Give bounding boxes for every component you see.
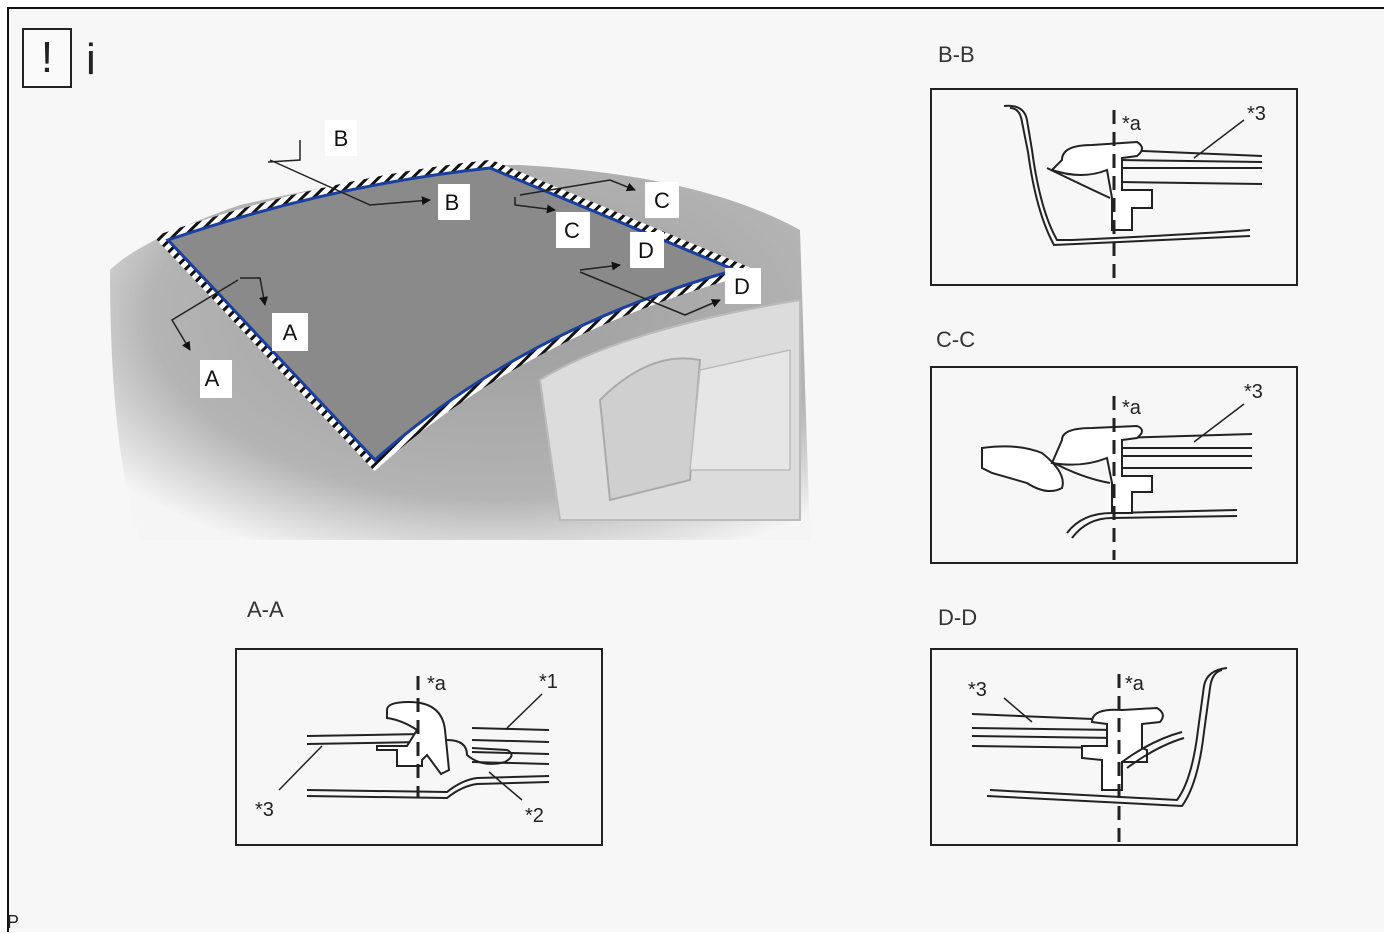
- section-title-aa: A-A: [247, 597, 284, 622]
- aa-part1-label: *1: [539, 671, 558, 693]
- dd-part3-label: *3: [968, 679, 987, 701]
- section-cc-drawing: *a *3: [981, 381, 1263, 560]
- callout-d-upper: D: [638, 238, 654, 263]
- section-aa-box: *a *1 *2 *3: [235, 648, 603, 846]
- section-dd-box: *a *3: [930, 648, 1298, 846]
- callout-b-lower: B: [445, 190, 460, 215]
- callout-a-lower: A: [205, 366, 220, 391]
- cc-part3-label: *3: [1244, 381, 1263, 403]
- info-icon: i: [86, 35, 96, 84]
- callout-a-upper: A: [283, 320, 298, 345]
- section-dd-drawing: *a *3: [968, 667, 1228, 842]
- callout-b-upper: B: [334, 126, 349, 151]
- section-title-dd: D-D: [938, 605, 978, 630]
- section-cc-box: *a *3: [930, 366, 1298, 564]
- callout-c-upper: C: [654, 188, 670, 213]
- section-aa-drawing: *a *1 *2 *3: [255, 671, 558, 827]
- section-title-cc: C-C: [936, 327, 976, 352]
- section-bb-drawing: *a *3: [1003, 103, 1266, 280]
- roof-illustration: B B C C D D A A: [110, 120, 810, 540]
- section-bb-box: *a *3: [930, 88, 1298, 286]
- bb-ref-a-label: *a: [1122, 113, 1142, 135]
- aa-ref-a-label: *a: [427, 673, 447, 695]
- caution-icon: !: [22, 28, 72, 88]
- aa-part3-label: *3: [255, 799, 274, 821]
- callout-c-lower: C: [564, 218, 580, 243]
- dd-ref-a-label: *a: [1125, 673, 1145, 695]
- cc-ref-a-label: *a: [1122, 397, 1142, 419]
- bb-part3-label: *3: [1247, 103, 1266, 125]
- aa-part2-label: *2: [525, 805, 544, 827]
- footer-code: P: [7, 912, 20, 932]
- callout-d-lower: D: [734, 274, 750, 299]
- section-title-bb: B-B: [938, 42, 975, 67]
